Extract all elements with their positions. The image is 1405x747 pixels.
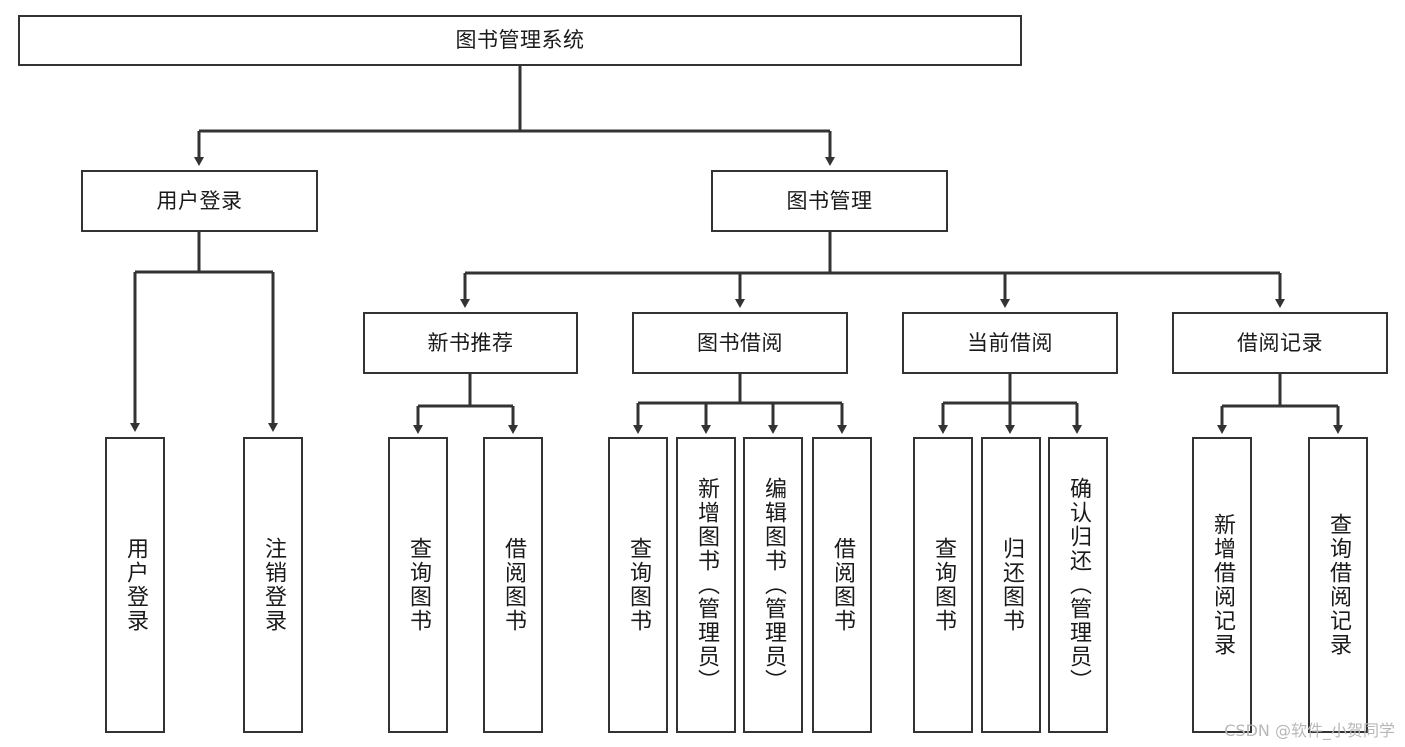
- node-leaf-confirm-return-label: 确认归还（管理员）: [1066, 477, 1091, 693]
- node-book-borrow[interactable]: 图书借阅: [632, 312, 848, 374]
- node-leaf-add-borrow-record[interactable]: 新增借阅记录: [1192, 437, 1252, 733]
- node-leaf-query-book-2[interactable]: 查询图书: [608, 437, 668, 733]
- node-leaf-return-book-label: 归还图书: [999, 537, 1024, 633]
- node-leaf-user-login[interactable]: 用户登录: [105, 437, 165, 733]
- node-leaf-edit-book[interactable]: 编辑图书（管理员）: [743, 437, 803, 733]
- node-leaf-query-book-3[interactable]: 查询图书: [913, 437, 973, 733]
- node-leaf-edit-book-label: 编辑图书（管理员）: [761, 477, 786, 693]
- node-leaf-logout-login[interactable]: 注销登录: [243, 437, 303, 733]
- node-book-management[interactable]: 图书管理: [711, 170, 948, 232]
- node-leaf-borrow-book-1[interactable]: 借阅图书: [483, 437, 543, 733]
- node-book-management-label: 图书管理: [786, 188, 873, 213]
- node-leaf-add-borrow-record-label: 新增借阅记录: [1210, 513, 1235, 657]
- node-borrow-record-label: 借阅记录: [1237, 330, 1323, 355]
- node-root[interactable]: 图书管理系统: [18, 15, 1022, 66]
- node-leaf-user-login-label: 用户登录: [123, 537, 148, 633]
- node-leaf-borrow-book-2-label: 借阅图书: [830, 537, 855, 633]
- node-leaf-return-book[interactable]: 归还图书: [981, 437, 1041, 733]
- node-new-book-recommend[interactable]: 新书推荐: [363, 312, 578, 374]
- node-user-login-label: 用户登录: [156, 188, 243, 213]
- node-leaf-query-book-1[interactable]: 查询图书: [388, 437, 448, 733]
- node-current-borrow[interactable]: 当前借阅: [902, 312, 1118, 374]
- node-root-label: 图书管理系统: [455, 28, 585, 53]
- node-borrow-record[interactable]: 借阅记录: [1172, 312, 1388, 374]
- node-user-login[interactable]: 用户登录: [81, 170, 318, 232]
- node-book-borrow-label: 图书借阅: [697, 330, 783, 355]
- node-leaf-borrow-book-2[interactable]: 借阅图书: [812, 437, 872, 733]
- node-leaf-query-book-3-label: 查询图书: [931, 537, 956, 633]
- node-leaf-logout-login-label: 注销登录: [261, 537, 286, 633]
- node-leaf-query-book-2-label: 查询图书: [626, 537, 651, 633]
- node-leaf-confirm-return[interactable]: 确认归还（管理员）: [1048, 437, 1108, 733]
- node-current-borrow-label: 当前借阅: [967, 330, 1053, 355]
- node-leaf-query-borrow-record[interactable]: 查询借阅记录: [1308, 437, 1368, 733]
- node-new-book-recommend-label: 新书推荐: [427, 330, 514, 355]
- node-leaf-borrow-book-1-label: 借阅图书: [501, 537, 526, 633]
- node-leaf-query-borrow-record-label: 查询借阅记录: [1326, 513, 1351, 657]
- node-leaf-add-book[interactable]: 新增图书（管理员）: [676, 437, 736, 733]
- node-leaf-query-book-1-label: 查询图书: [406, 537, 431, 633]
- node-leaf-add-book-label: 新增图书（管理员）: [694, 477, 719, 693]
